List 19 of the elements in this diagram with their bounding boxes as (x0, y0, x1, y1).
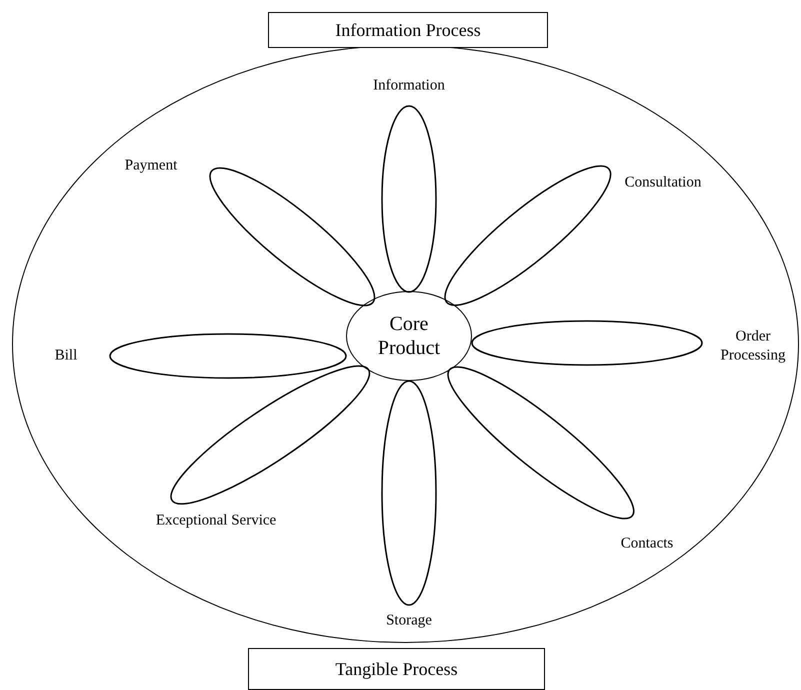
petal-ellipse (447, 366, 635, 520)
process-box: Tangible Process (248, 648, 545, 690)
petal-label: Exceptional Service (156, 512, 276, 530)
petal-ellipse (471, 320, 703, 366)
petal-label: Contacts (620, 534, 674, 554)
petal-ellipse (109, 333, 347, 379)
petal-ellipse (444, 165, 612, 307)
petal-ellipse (381, 380, 437, 606)
process-box: Information Process (268, 12, 548, 48)
petal-ellipse (208, 167, 376, 307)
petal-ellipse (170, 365, 370, 505)
petal-label: Order Processing (720, 327, 786, 365)
petal-ellipse (381, 105, 437, 293)
petal-label: Bill (54, 346, 78, 366)
petal-label: Payment (124, 156, 178, 176)
core-ellipse: Core Product (346, 291, 472, 381)
petal-label: Consultation (624, 174, 702, 192)
petal-label: Information (373, 76, 445, 96)
petal-label: Storage (386, 612, 432, 630)
